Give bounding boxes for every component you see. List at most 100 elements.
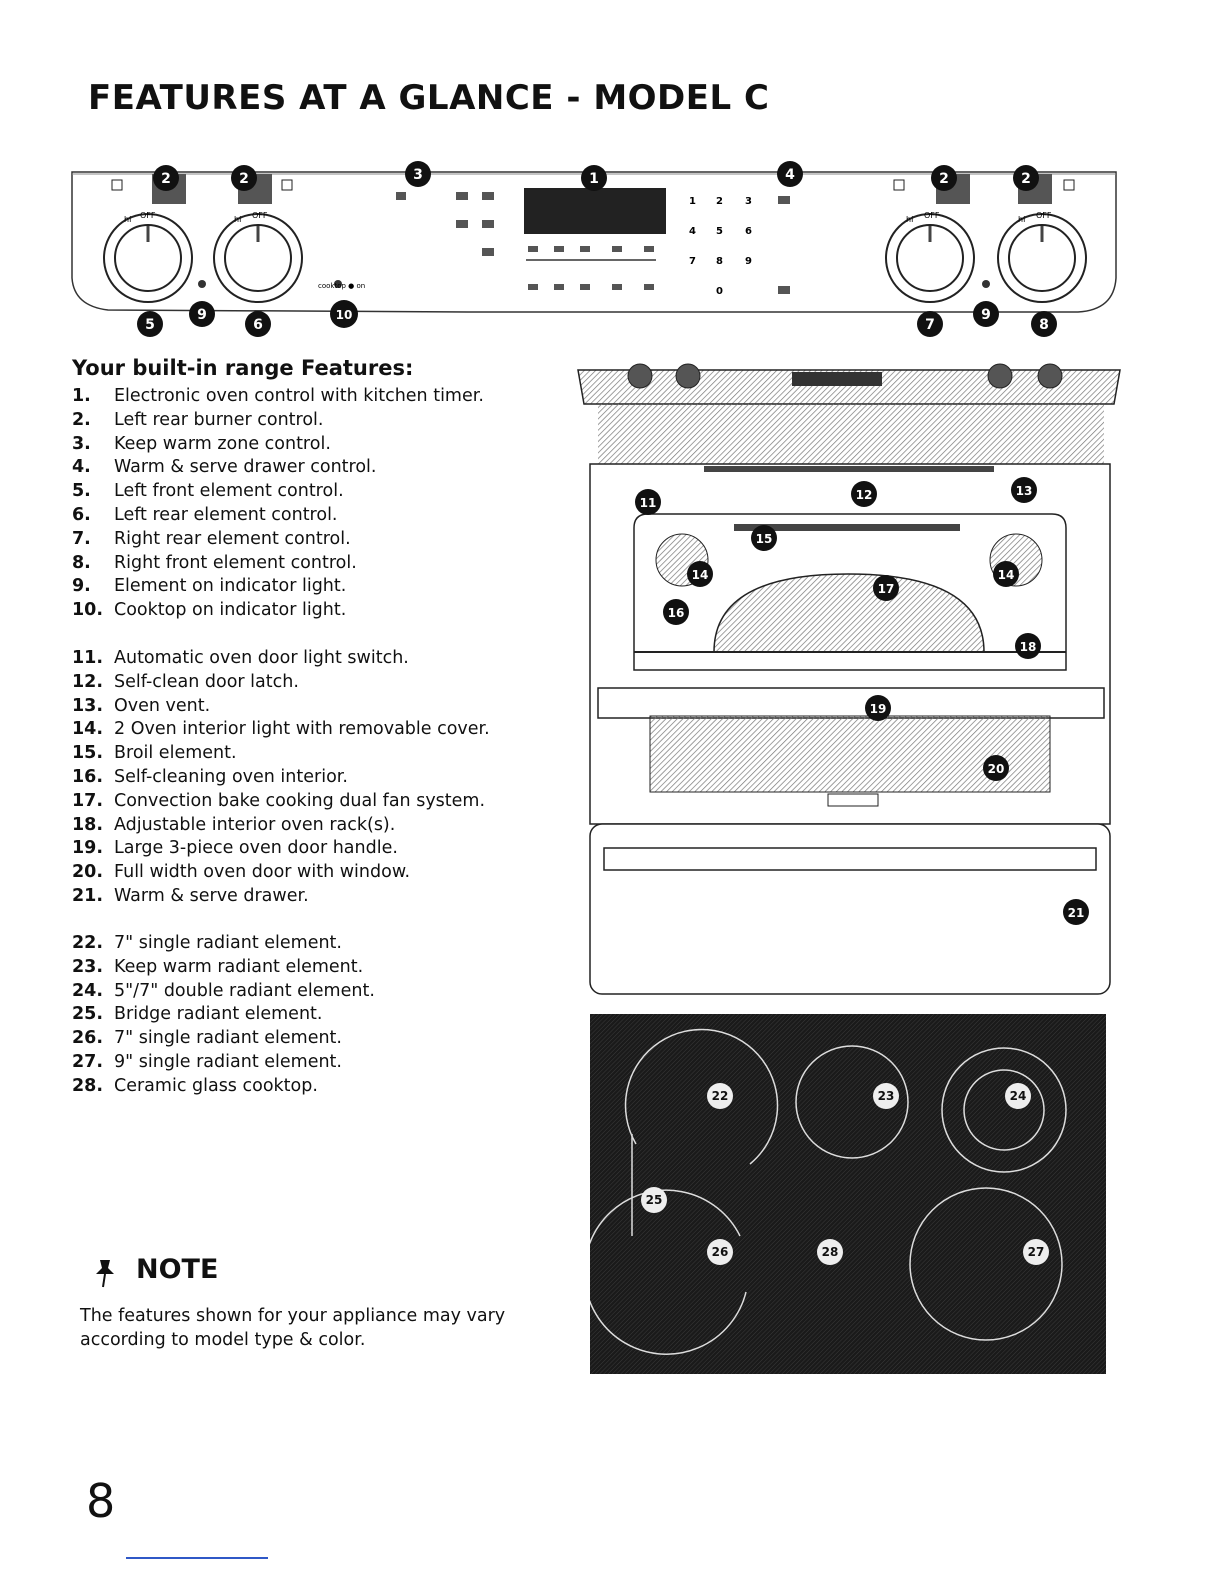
callout-3: 3 [405, 161, 431, 187]
knob-label-off: OFF [1036, 211, 1052, 220]
knob-label-off: OFF [924, 211, 940, 220]
callout-2: 2 [1013, 165, 1039, 191]
list-item: 2.Left rear burner control. [72, 409, 324, 430]
svg-text:2: 2 [939, 171, 949, 187]
list-item: 28.Ceramic glass cooktop. [72, 1075, 318, 1096]
knob-label-off: OFF [252, 211, 268, 220]
oven-illustration: 11 12 13 14 15 14 16 17 18 19 20 21 [577, 363, 1121, 995]
svg-text:8: 8 [716, 256, 723, 267]
svg-text:16: 16 [668, 606, 685, 620]
svg-text:25: 25 [646, 1193, 663, 1207]
list-item: 19.Large 3-piece oven door handle. [72, 838, 398, 859]
svg-text:7: 7 [925, 317, 935, 333]
svg-text:17: 17 [878, 582, 895, 596]
svg-text:19: 19 [870, 702, 887, 716]
list-item: 25.Bridge radiant element. [72, 1004, 323, 1025]
svg-text:2: 2 [239, 171, 249, 187]
callout-4: 4 [777, 161, 803, 187]
callout-9: 9 [189, 301, 215, 327]
callout-20: 20 [983, 755, 1009, 781]
callout-14: 14 [687, 561, 713, 587]
callout-2: 2 [231, 165, 257, 191]
right-rear-knob [885, 213, 975, 303]
svg-text:6: 6 [253, 317, 263, 333]
svg-text:4: 4 [689, 226, 696, 237]
callout-1: 1 [581, 165, 607, 191]
footer-rule [126, 1557, 268, 1559]
svg-text:15: 15 [756, 532, 773, 546]
list-item: 4.Warm & serve drawer control. [72, 457, 377, 478]
knob-label-hi: hi [124, 215, 131, 224]
callout-25: 25 [641, 1187, 667, 1213]
list-item: 21.Warm & serve drawer. [72, 885, 309, 906]
svg-text:13: 13 [1016, 484, 1033, 498]
svg-text:12: 12 [856, 488, 873, 502]
svg-text:10: 10 [336, 308, 353, 322]
list-item: 16.Self-cleaning oven interior. [72, 766, 348, 787]
svg-text:4: 4 [785, 167, 795, 183]
left-front-knob [213, 213, 303, 303]
callout-15: 15 [751, 525, 777, 551]
cooktop-illustration: 22 23 24 25 26 28 27 [590, 1014, 1106, 1374]
callout-5: 5 [137, 311, 163, 337]
oven-display [524, 188, 666, 234]
callout-16: 16 [663, 599, 689, 625]
list-item: 5.Left front element control. [72, 481, 344, 502]
feature-list-oven: 11.Automatic oven door light switch. 12.… [72, 647, 490, 909]
svg-text:0: 0 [716, 286, 723, 297]
svg-text:9: 9 [981, 307, 991, 323]
svg-text:18: 18 [1020, 640, 1037, 654]
callout-13: 13 [1011, 477, 1037, 503]
svg-text:1: 1 [689, 196, 696, 207]
knob-label-hi: hi [906, 215, 913, 224]
svg-text:3: 3 [745, 196, 752, 207]
list-item: 1.Electronic oven control with kitchen t… [72, 386, 484, 406]
svg-text:14: 14 [998, 568, 1015, 582]
svg-text:14: 14 [692, 568, 709, 582]
svg-text:9: 9 [197, 307, 207, 323]
svg-text:11: 11 [640, 496, 657, 510]
callout-21: 21 [1063, 899, 1089, 925]
svg-text:21: 21 [1068, 906, 1085, 920]
right-front-knob [997, 213, 1087, 303]
list-item: 24.5"/7" double radiant element. [72, 980, 375, 1001]
list-item: 27.9" single radiant element. [72, 1051, 342, 1072]
svg-text:1: 1 [589, 171, 599, 187]
callout-19: 19 [865, 695, 891, 721]
list-item: 12.Self-clean door latch. [72, 671, 299, 692]
callout-2: 2 [153, 165, 179, 191]
callout-9: 9 [973, 301, 999, 327]
callout-27: 27 [1023, 1239, 1049, 1265]
callout-6: 6 [245, 311, 271, 337]
svg-text:27: 27 [1028, 1245, 1045, 1259]
list-item: 10.Cooktop on indicator light. [72, 600, 347, 621]
list-item: 7.Right rear element control. [72, 528, 351, 549]
callout-28: 28 [817, 1239, 843, 1265]
list-item: 13.Oven vent. [72, 695, 211, 716]
callout-12: 12 [851, 481, 877, 507]
list-item: 3.Keep warm zone control. [72, 433, 331, 454]
callout-7: 7 [917, 311, 943, 337]
list-item: 17.Convection bake cooking dual fan syst… [72, 790, 486, 811]
svg-text:5: 5 [145, 317, 155, 333]
svg-text:6: 6 [745, 226, 752, 237]
svg-text:8: 8 [1039, 317, 1049, 333]
callout-14: 14 [993, 561, 1019, 587]
list-item: 18.Adjustable interior oven rack(s). [72, 814, 396, 835]
pushpin-icon [96, 1260, 114, 1288]
list-item: 14.2 Oven interior light with removable … [72, 719, 490, 740]
svg-text:9: 9 [745, 256, 752, 267]
control-panel-illustration: hi OFF hi OFF hi OFF hi OFF cooktop ● on… [71, 161, 1117, 337]
callout-10: 10 [330, 300, 358, 328]
callout-24: 24 [1005, 1083, 1031, 1109]
svg-text:3: 3 [413, 167, 423, 183]
callout-18: 18 [1015, 633, 1041, 659]
list-item: 20.Full width oven door with window. [72, 862, 411, 883]
list-item: 9.Element on indicator light. [72, 576, 347, 597]
list-item: 23.Keep warm radiant element. [72, 956, 364, 977]
callout-26: 26 [707, 1239, 733, 1265]
callout-23: 23 [873, 1083, 899, 1109]
note-heading: NOTE [136, 1254, 219, 1285]
svg-text:5: 5 [716, 226, 723, 237]
